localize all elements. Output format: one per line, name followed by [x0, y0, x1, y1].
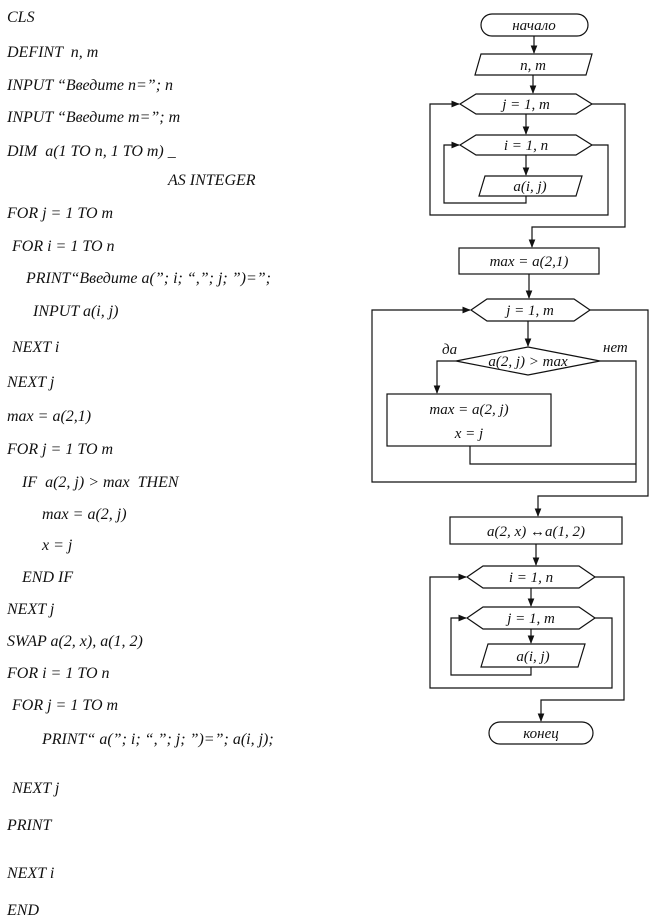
loop-j2-back-line [371, 306, 637, 483]
code-line-if: IF a(2, j) > max THEN [22, 474, 179, 491]
code-line-print: PRINT [7, 817, 52, 834]
code-line-max-assign: max = a(2, j) [42, 506, 127, 523]
assign-max-label: max = a(2,1) [490, 254, 569, 270]
condition-no-label: нет [603, 340, 628, 356]
start-label: начало [512, 18, 556, 34]
code-line-for-i2: FOR i = 1 TO n [7, 665, 110, 682]
condition-yes-label: да [442, 342, 457, 358]
loop-j3-exit-line [429, 573, 613, 689]
inner-loop-back-line [443, 141, 527, 204]
loop-i2-exit-line [537, 576, 625, 722]
loop-j3-label: j = 1, m [505, 611, 555, 627]
code-line-input-n: INPUT “Введите n=”; n [7, 77, 174, 94]
code-line-cls: CLS [7, 9, 35, 26]
code-line-next-i: NEXT i [12, 339, 60, 356]
input-nm-block [474, 53, 593, 76]
code-line-input-aij: INPUT a(i, j) [33, 303, 119, 320]
code-line-end-if: END IF [22, 569, 74, 586]
code-line-for-j3: FOR j = 1 TO m [12, 697, 119, 714]
condition-label: a(2, j) > max [488, 354, 568, 370]
inner-loop-exit-line [429, 100, 609, 216]
no-branch-line [600, 360, 637, 464]
block-merge-line [469, 446, 636, 465]
update-max-label: max = a(2, j) [429, 402, 508, 418]
code-line-defint: DEFINT n, m [7, 44, 99, 61]
code-line-next-j3: NEXT j [12, 780, 60, 797]
output-aij-block [480, 643, 586, 668]
outer-loop-exit-line [528, 103, 626, 248]
code-line-max-init: max = a(2,1) [7, 408, 92, 425]
input-aij-label: a(i, j) [513, 179, 546, 195]
loop-i2-label: i = 1, n [509, 570, 553, 586]
code-line-x-assign: x = j [42, 537, 73, 554]
output-aij-label: a(i, j) [516, 649, 549, 665]
end-terminator [488, 721, 594, 745]
loop-j1-label: j = 1, m [500, 97, 550, 113]
swap-label: a(2, x) ↔a(1, 2) [487, 524, 585, 540]
code-line-for-j2: FOR j = 1 TO m [7, 441, 114, 458]
code-line-print-prompt: PRINT“Введите a(”; i; “,”; j; ”)=”; [26, 270, 271, 287]
code-line-swap: SWAP a(2, x), a(1, 2) [7, 633, 143, 650]
code-line-next-j2: NEXT j [7, 601, 55, 618]
loop-j2-exit-line [534, 309, 649, 517]
loop-i1-label: i = 1, n [504, 138, 548, 154]
loop-j3-back-line [450, 614, 532, 676]
assign-max-block [458, 247, 600, 275]
code-line-print-output: PRINT“ a(”; i; “,”; j; ”)=”; a(i, j); [42, 731, 274, 748]
input-nm-label: n, m [520, 58, 546, 74]
code-line-input-m: INPUT “Введите m=”; m [7, 109, 181, 126]
swap-block [449, 516, 623, 545]
code-line-for-i: FOR i = 1 TO n [12, 238, 115, 255]
input-aij-block [478, 175, 583, 197]
code-line-dim: DIM a(1 TO n, 1 TO m) _ [7, 143, 176, 160]
code-line-as-integer: AS INTEGER [168, 172, 256, 189]
update-x-label: x = j [454, 426, 483, 442]
code-line-end: END [7, 902, 39, 919]
yes-branch-line [433, 360, 456, 394]
code-line-for-j: FOR j = 1 TO m [7, 205, 114, 222]
code-line-next-j: NEXT j [7, 374, 55, 391]
code-line-next-i2: NEXT i [7, 865, 55, 882]
loop-j2-label: j = 1, m [504, 303, 554, 319]
update-max-block [386, 393, 552, 447]
end-label: конец [523, 726, 559, 742]
